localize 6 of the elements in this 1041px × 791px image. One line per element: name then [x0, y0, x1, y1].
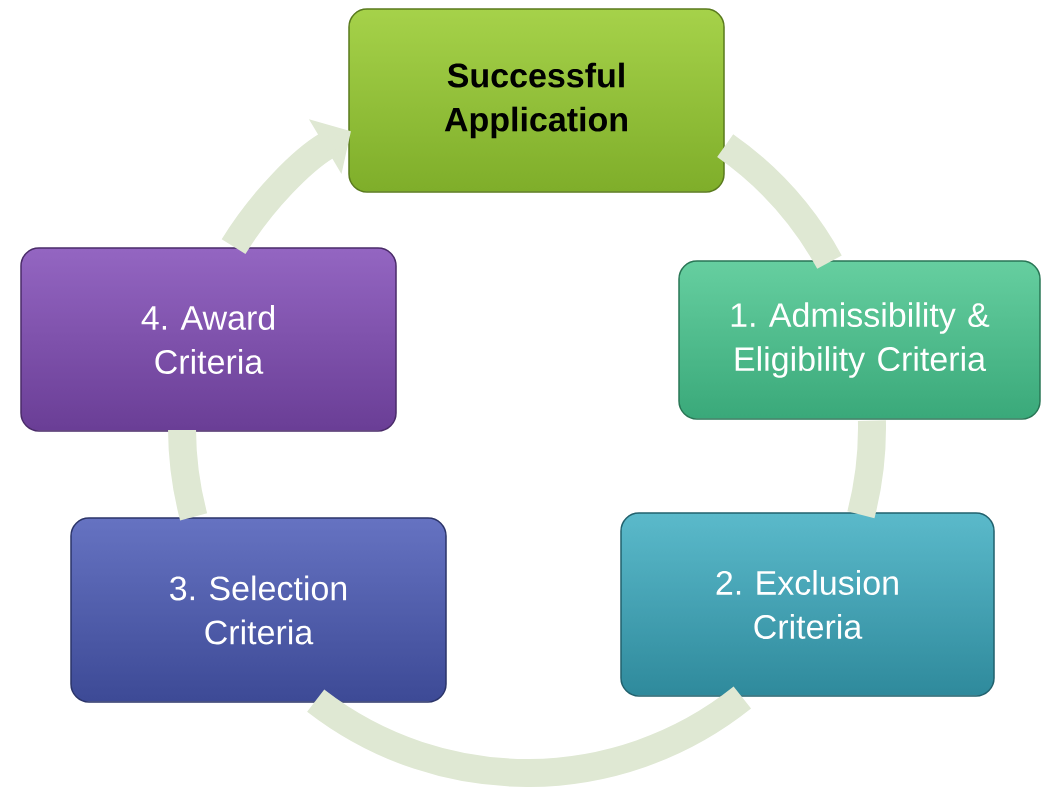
goal-box: Successful Application — [348, 8, 725, 193]
process-box: 3. Selection Criteria — [70, 517, 447, 703]
ring-arrow — [221, 119, 351, 255]
process-box: 4. Award Criteria — [20, 247, 397, 432]
process-box: 1. Admissibility & Eligibility Criteria — [678, 260, 1041, 420]
process-box: 2. Exclusion Criteria — [620, 512, 995, 697]
